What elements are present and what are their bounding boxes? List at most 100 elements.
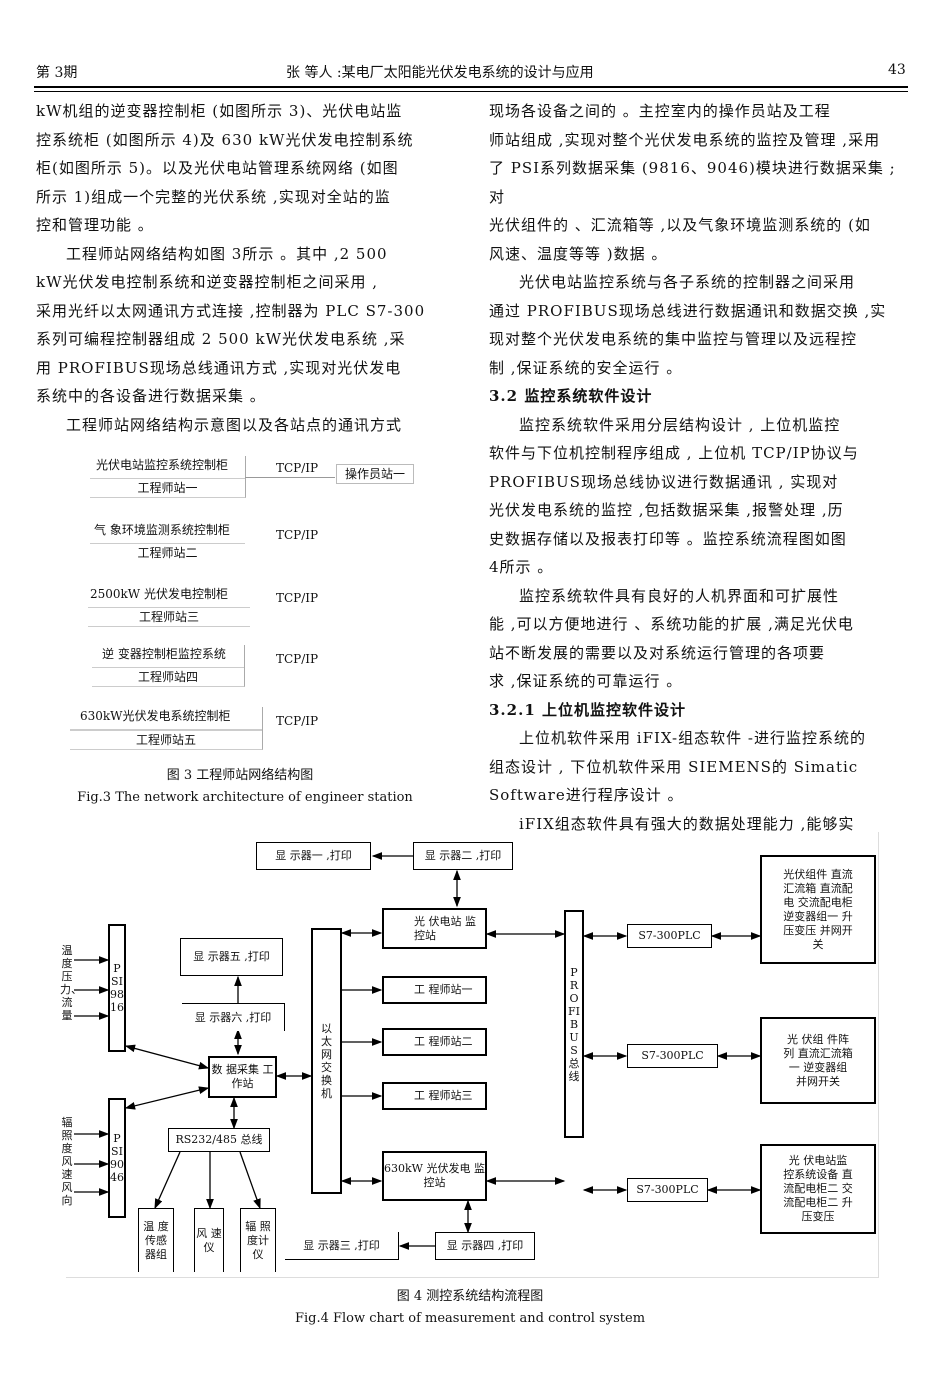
- fig3-node: 2500kW 光伏发电控制柜 工程师站三: [88, 585, 250, 627]
- fig3-node: 光伏电站监控系统控制柜 工程师站一: [90, 456, 246, 498]
- text-line: kW光伏发电控制系统和逆变器控制柜之间采用 ,: [36, 273, 379, 291]
- fig3-node: 逆 变器控制柜监控系统 工程师站四: [92, 645, 245, 687]
- fig4-sensor-label: 辐照度风速风向: [61, 1116, 73, 1207]
- text-line: 光伏组件的 、汇流箱等 ,以及气象环境监测系统的 (如: [489, 216, 871, 234]
- text-line: 求 ,保证系统的可靠运行 。: [489, 672, 683, 690]
- fig4-control-station: 光 伏电站 监控站: [382, 908, 487, 949]
- section-heading: 3.2 监控系统软件设计: [489, 387, 653, 405]
- fig3-node-title: 气 象环境监测系统控制柜: [94, 523, 230, 537]
- fig3-node: 630kW光伏发电系统控制柜 工程师站五: [70, 707, 263, 750]
- fig3-node-sub: 工程师站二: [90, 543, 245, 562]
- fig3-operator-station: 操作员站一: [336, 464, 414, 484]
- text-line: 光伏电站监控系统与各子系统的控制器之间采用: [519, 273, 856, 291]
- section-heading: 3.2.1 上位机监控软件设计: [489, 700, 686, 719]
- fig3-caption-cn: 图 3 工程师站网络结构图: [166, 768, 314, 783]
- fig4-control-station: 工 程师站三: [382, 1082, 487, 1110]
- text-line: 系列可编程控制器组成 2 500 kW光伏发电系统 ,采: [36, 330, 406, 348]
- text-line: 4所示 。: [489, 558, 554, 576]
- text-line: 控和管理功能 。: [36, 216, 154, 234]
- fig4-ethernet-switch: 以太网交换机: [311, 928, 342, 1194]
- fig3-node-sub: 工程师站五: [70, 729, 262, 749]
- fig4-device-group: 光伏组件 直流汇流箱 直流配电 交流配电柜 逆变器组一 升压变压 并网开关: [760, 855, 876, 964]
- header-rule: [34, 86, 908, 88]
- fig4-field-device: 温 度 传感 器组: [138, 1208, 174, 1272]
- text-line: 软件与下位机控制程序组成 , 上位机 TCP/IP协议与: [489, 444, 859, 462]
- left-column: kW机组的逆变器控制柜 (如图所示 3)、光伏电站监 控系统柜 (如图所示 4)…: [36, 97, 456, 439]
- text-line: 所示 1)组成一个完整的光伏系统 ,实现对全站的监: [36, 187, 391, 206]
- fig3-link-label: TCP/IP: [276, 591, 319, 605]
- fig3-link-label: TCP/IP: [276, 461, 319, 475]
- fig4-device-group: 光 伏电站监 控系统设备 直流配电柜二 交流配电柜二 升压变压: [760, 1144, 876, 1234]
- text-line: iFIX组态软件具有强大的数据处理能力 ,能够实: [519, 814, 855, 833]
- right-column: 现场各设备之间的 。主控室内的操作员站及工程 师站组成 ,实现对整个光伏发电系统…: [489, 97, 909, 838]
- fig4-display-box: 显 示器三 ,打印: [285, 1232, 399, 1260]
- header-page: 43: [888, 62, 906, 78]
- fig4-control-station: 工 程师站一: [382, 976, 487, 1004]
- fig4-caption-cn: 图 4 测控系统结构流程图: [396, 1289, 544, 1304]
- text-line: 现场各设备之间的 。主控室内的操作员站及工程: [489, 102, 831, 120]
- fig3-node-sub: 工程师站三: [88, 607, 250, 626]
- text-line: 风速、温度等等 )数据 。: [489, 244, 668, 263]
- fig3-link-label: TCP/IP: [276, 714, 319, 728]
- text-line: 柜(如图所示 5)。以及光伏电站管理系统网络 (如图: [36, 159, 399, 177]
- fig4-display-box: 显 示器五 ,打印: [180, 938, 283, 976]
- fig4-display-box: 显 示器一 ,打印: [256, 842, 371, 870]
- fig4-psi-label: PSI9046: [110, 1132, 124, 1184]
- text-line: 监控系统软件具有良好的人机界面和可扩展性: [519, 586, 840, 605]
- header-rule-thin: [34, 91, 908, 92]
- fig3-node-title: 光伏电站监控系统控制柜: [96, 458, 229, 472]
- fig4-device-group: 光 伏组 件阵列 直流汇流箱一 逆变器组 并网开关: [760, 1017, 876, 1104]
- fig3-node-sub: 工程师站四: [92, 667, 244, 686]
- fig3-node-title: 逆 变器控制柜监控系统: [102, 647, 226, 661]
- fig4-plc: S7-300PLC: [627, 1044, 718, 1068]
- fig4-caption-en: Fig.4 Flow chart of measurement and cont…: [294, 1311, 646, 1326]
- fig4-control-station: 工 程师站二: [382, 1028, 487, 1056]
- fig4-display-box: 显 示器二 ,打印: [413, 842, 513, 870]
- fig3-link-label: TCP/IP: [276, 528, 319, 542]
- fig4-field-device: 辐 照 度计 仪: [240, 1208, 276, 1272]
- fig3-link-line: [245, 477, 335, 478]
- fig4-profibus-bus: PROFIBUS总线: [564, 910, 584, 1138]
- text-line: 现对整个光伏发电系统的集中监控与管理以及远程控: [489, 330, 858, 348]
- text-line: 系统中的各设备进行数据采集 。: [36, 387, 266, 405]
- fig4-frame: [66, 832, 879, 1278]
- header-title: 张 等人 :某电厂太阳能光伏发电系统的设计与应用: [286, 65, 594, 81]
- text-line: 组态设计 , 下位机软件采用 SIEMENS的 Simatic: [489, 757, 859, 776]
- fig4-field-device: 风 速 仪: [194, 1208, 224, 1272]
- fig4-rs-bus: RS232/485 总线: [168, 1128, 270, 1152]
- fig4-psi-module: PSI9046: [108, 1098, 126, 1218]
- text-line: 史数据存储以及报表打印等 。监控系统流程图如图: [489, 529, 847, 548]
- fig3-node: 气 象环境监测系统控制柜 工程师站二: [90, 521, 245, 562]
- fig3-node-title: 630kW光伏发电系统控制柜: [80, 709, 231, 723]
- text-line: 用 PROFIBUS现场总线通讯方式 ,实现对光伏发电: [36, 358, 402, 377]
- fig4-profibus-label: PROFIBUS总线: [568, 965, 580, 1083]
- fig4-control-station: 630kW 光伏发电 监控站: [382, 1151, 487, 1201]
- text-line: PROFIBUS现场总线协议进行数据通讯 , 实现对: [489, 472, 839, 491]
- fig4-sensor-label: 温度压力、流量: [60, 944, 82, 1022]
- text-line: 控系统柜 (如图所示 4)及 630 kW光伏发电控制系统: [36, 130, 414, 149]
- text-line: 制 ,保证系统的安全运行 。: [489, 358, 683, 377]
- fig4-psi-module: PSI9816: [108, 924, 126, 1052]
- fig4-plc: S7-300PLC: [627, 1178, 708, 1202]
- text-line: kW机组的逆变器控制柜 (如图所示 3)、光伏电站监: [36, 102, 403, 120]
- text-line: 工程师站网络结构如图 3所示 。其中 ,2 500: [66, 244, 388, 263]
- fig4-display-box: 显 示器四 ,打印: [435, 1232, 535, 1260]
- fig3-node-title: 2500kW 光伏发电控制柜: [90, 587, 228, 601]
- text-line: 光伏发电系统的监控 ,包括数据采集 ,报警处理 ,历: [489, 501, 844, 519]
- header-issue: 第 3期: [36, 65, 78, 81]
- text-line: 师站组成 ,实现对整个光伏发电系统的监控及管理 ,采用: [489, 130, 881, 149]
- text-line: 能 ,可以方便地进行 、系统功能的扩展 ,满足光伏电: [489, 615, 854, 633]
- text-line: 了 PSI系列数据采集 (9816、9046)模块进行数据采集 ;对: [489, 159, 896, 206]
- text-line: 采用光纤以太网通讯方式连接 ,控制器为 PLC S7-300: [36, 301, 426, 320]
- fig3-link-label: TCP/IP: [276, 652, 319, 666]
- text-line: Software进行程序设计 。: [489, 786, 684, 804]
- fig4-psi-label: PSI9816: [110, 962, 124, 1014]
- fig3-node-sub: 工程师站一: [90, 478, 245, 497]
- text-line: 监控系统软件采用分层结构设计 , 上位机监控: [519, 415, 841, 434]
- fig3-caption-en: Fig.3 The network architecture of engine…: [77, 790, 413, 805]
- text-line: 工程师站网络结构示意图以及各站点的通讯方式: [66, 415, 403, 434]
- text-line: 通过 PROFIBUS现场总线进行数据通讯和数据交换 ,实: [489, 301, 887, 320]
- text-line: 站不断发展的需要以及对系统运行管理的各项要: [489, 643, 826, 662]
- text-line: 上位机软件采用 iFIX-组态软件 -进行监控系统的: [519, 729, 866, 747]
